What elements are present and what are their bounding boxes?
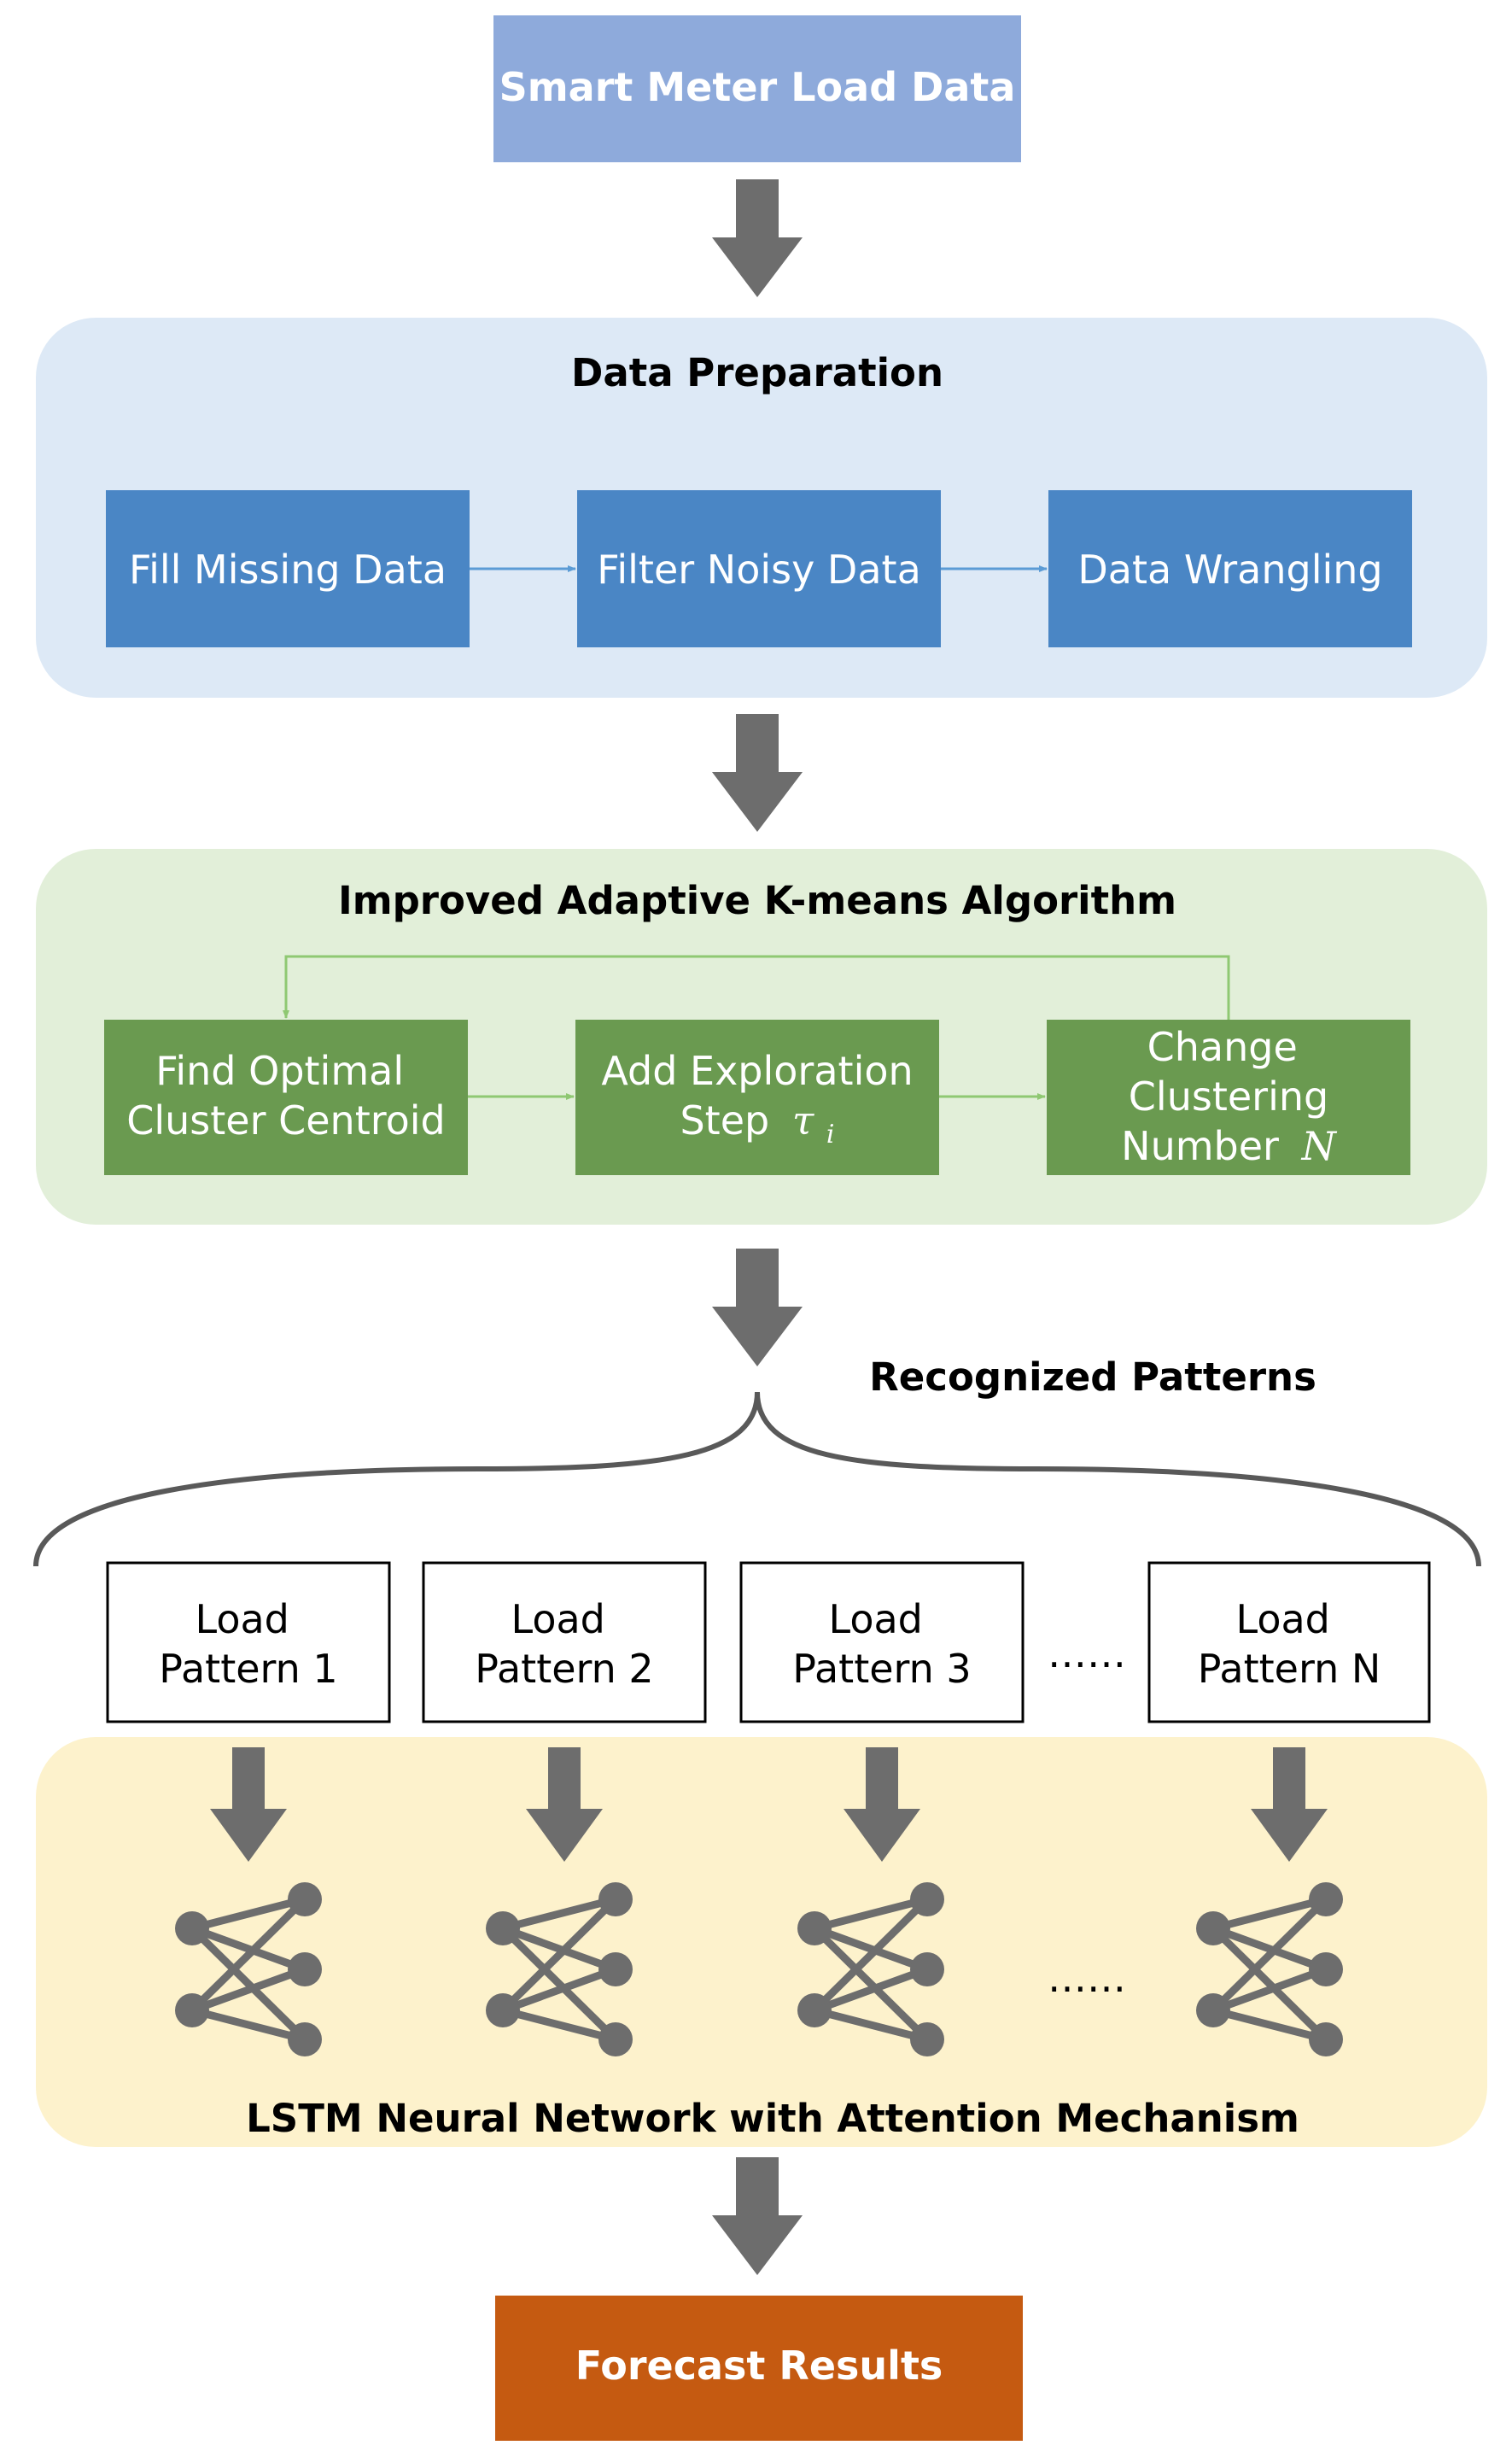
- fill-missing-data-label: Fill Missing Data: [129, 547, 447, 593]
- output-box: [495, 2296, 1023, 2441]
- load-pattern-box-3: [739, 1561, 1025, 1723]
- change-line1: Change: [1147, 1024, 1298, 1070]
- lstm-background: [36, 1737, 1487, 2147]
- input-box: [493, 15, 1021, 162]
- pattern-arrow-2: [526, 1747, 603, 1862]
- down-arrow-1: [712, 179, 803, 297]
- find-optimal-line1: Find Optimal: [155, 1048, 404, 1094]
- load-pattern-label-n: Load Pattern N: [1198, 1596, 1381, 1692]
- load-pattern-3-line2: Pattern 3: [792, 1646, 971, 1692]
- kmeans-panel: Improved Adaptive K-means Algorithm Find…: [36, 849, 1487, 1225]
- load-pattern-2-line2: Pattern 2: [475, 1646, 653, 1692]
- change-line2: Clustering: [1129, 1073, 1328, 1120]
- pattern-arrow-1: [210, 1747, 287, 1862]
- number-word: Number: [1121, 1123, 1279, 1169]
- find-optimal-line2: Cluster Centroid: [126, 1097, 446, 1144]
- filter-noisy-data-label: Filter Noisy Data: [597, 547, 921, 593]
- add-exploration-step-box: [575, 1020, 939, 1175]
- neural-network-icon-n: [1196, 1882, 1343, 2056]
- data-preparation-title: Data Preparation: [571, 350, 943, 395]
- find-optimal-centroid-box: [104, 1020, 468, 1175]
- fill-missing-data-box: [106, 490, 470, 647]
- pattern-arrow-3: [844, 1747, 920, 1862]
- load-pattern-box-1: [106, 1561, 391, 1723]
- tau-symbol: τ: [792, 1097, 815, 1144]
- load-pattern-n-line2: Pattern N: [1198, 1646, 1381, 1692]
- load-pattern-1-line1: Load: [196, 1596, 289, 1642]
- neural-network-icon-3: [797, 1882, 944, 2056]
- input-label: Smart Meter Load Data: [499, 64, 1016, 110]
- load-pattern-box-n: [1147, 1561, 1431, 1723]
- neural-network-icon-2: [486, 1882, 633, 2056]
- data-wrangling-label: Data Wrangling: [1077, 547, 1382, 593]
- neural-network-icon-1: [175, 1882, 322, 2056]
- add-exploration-line2: Step τ i: [680, 1097, 834, 1150]
- patterns-ellipsis: ……: [1048, 1630, 1126, 1676]
- lstm-title: LSTM Neural Network with Attention Mecha…: [246, 2096, 1299, 2141]
- load-pattern-n-line1: Load: [1236, 1596, 1330, 1642]
- load-pattern-label-1: Load Pattern 1: [159, 1596, 337, 1692]
- lstm-panel: …… LSTM Neural Network with Attention Me…: [36, 1737, 1487, 2147]
- filter-noisy-data-box: [577, 490, 941, 647]
- add-exploration-step-word: Step: [680, 1097, 769, 1144]
- kmeans-feedback-loop: [283, 955, 1230, 1020]
- tau-subscript: i: [826, 1120, 835, 1150]
- load-pattern-1-line2: Pattern 1: [159, 1646, 337, 1692]
- data-preparation-panel: Data Preparation Fill Missing Data Filte…: [36, 318, 1487, 698]
- pattern-arrow-n: [1251, 1747, 1328, 1862]
- down-arrow-4: [712, 2157, 803, 2275]
- pattern-brace: [33, 1391, 1481, 1567]
- data-wrangling-box: [1048, 490, 1412, 647]
- load-pattern-2-line1: Load: [511, 1596, 605, 1642]
- input-node: Smart Meter Load Data: [493, 15, 1021, 162]
- change-clustering-label: Change Clustering: [1129, 1024, 1328, 1120]
- output-label: Forecast Results: [575, 2343, 943, 2389]
- recognized-patterns-label: Recognized Patterns: [869, 1354, 1316, 1400]
- down-arrow-3: [712, 1249, 803, 1366]
- find-optimal-centroid-label: Find Optimal Cluster Centroid: [126, 1048, 446, 1144]
- add-exploration-line1: Add Exploration: [601, 1048, 913, 1094]
- kmeans-title: Improved Adaptive K-means Algorithm: [338, 878, 1176, 923]
- n-symbol: N: [1301, 1123, 1338, 1169]
- down-arrow-2: [712, 714, 803, 832]
- load-pattern-3-line1: Load: [829, 1596, 923, 1642]
- load-patterns-row: Load Pattern 1 Load Pattern 2 Load Patte…: [106, 1561, 1431, 1723]
- load-pattern-label-3: Load Pattern 3: [792, 1596, 971, 1692]
- change-line3: Number N: [1121, 1123, 1337, 1169]
- output-node: Forecast Results: [495, 2296, 1023, 2441]
- change-clustering-number-box: [1047, 1020, 1410, 1175]
- lstm-ellipsis: ……: [1048, 1955, 1126, 2001]
- load-pattern-label-2: Load Pattern 2: [475, 1596, 653, 1692]
- load-pattern-box-2: [422, 1561, 707, 1723]
